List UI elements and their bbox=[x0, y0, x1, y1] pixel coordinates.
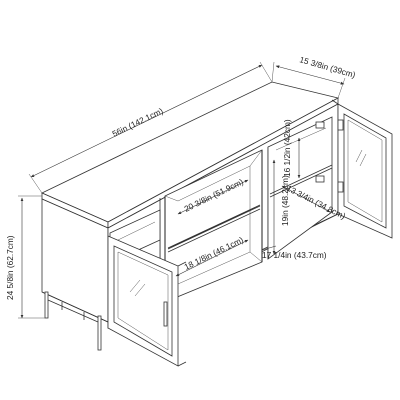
left-door bbox=[107, 235, 187, 367]
right-door bbox=[331, 99, 393, 239]
hinge-icon bbox=[337, 119, 344, 131]
interior-depth-label: 17 1/4in (43.7cm) bbox=[262, 250, 327, 260]
door-handle-icon bbox=[163, 301, 168, 327]
inner-height-label: 19in (48.2cm) bbox=[280, 175, 290, 226]
leg-front-mid bbox=[97, 315, 102, 351]
height-label: 24 5/8in (62.7cm) bbox=[5, 235, 15, 300]
hinge-icon bbox=[315, 175, 325, 183]
depth-label: 15 3/8in (39cm) bbox=[298, 54, 356, 80]
dimension-lines bbox=[18, 61, 346, 319]
width-label: 56in (142.1cm) bbox=[110, 105, 164, 138]
hinge-icon bbox=[337, 181, 344, 193]
legs bbox=[44, 291, 102, 351]
door-height-label: 16 1/2in (42cm) bbox=[282, 119, 292, 177]
hinge-icon bbox=[315, 121, 325, 129]
leg-front-left bbox=[44, 291, 49, 319]
